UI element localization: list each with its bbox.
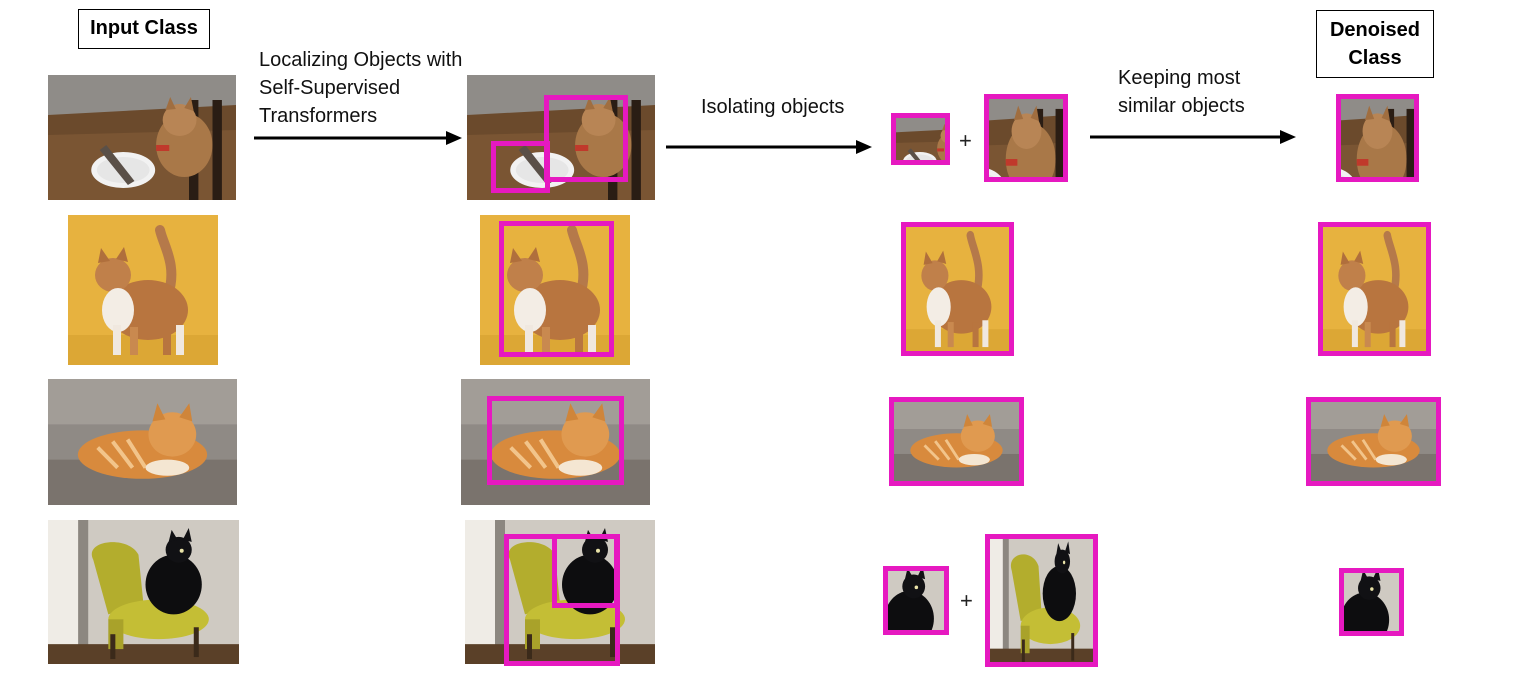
arrow-keep [1090,130,1296,144]
input-photo-3 [48,379,237,505]
denoised-cat-row1-border [1336,94,1419,182]
arrow-isolate [666,140,872,154]
input-photo-1 [48,75,236,200]
input-photo-4 [48,520,239,664]
input-photo-2 [68,215,218,365]
denoised-cat-row3-border [1306,397,1441,486]
plus-sign-row1: + [959,128,972,153]
input-class-label: Input Class [78,9,210,49]
isolated-cat-row2-border [901,222,1014,356]
isolated-plate-border [891,113,950,165]
isolated-cat-row4-border [883,566,949,635]
arrow-localize [254,131,462,145]
denoised-cat-row2-border [1318,222,1431,356]
isolated-cat-row1-border [984,94,1068,182]
bbox-cat [499,221,614,357]
bbox-cat [552,534,619,608]
isolated-chair-row4-border [985,534,1098,667]
step-keep-caption: Keeping most similar objects [1118,67,1245,117]
step-localize-caption: Localizing Objects with Self-Supervised … [259,49,463,127]
plus-sign-row4: + [960,588,973,613]
denoised-cat-row4-border [1339,568,1404,636]
bbox-plate [491,141,550,193]
step-isolate-caption: Isolating objects [701,96,845,118]
bbox-cat [487,396,624,485]
denoised-class-label: Denoised Class [1316,10,1434,78]
isolated-cat-row3-border [889,397,1024,486]
bbox-cat [544,95,628,182]
